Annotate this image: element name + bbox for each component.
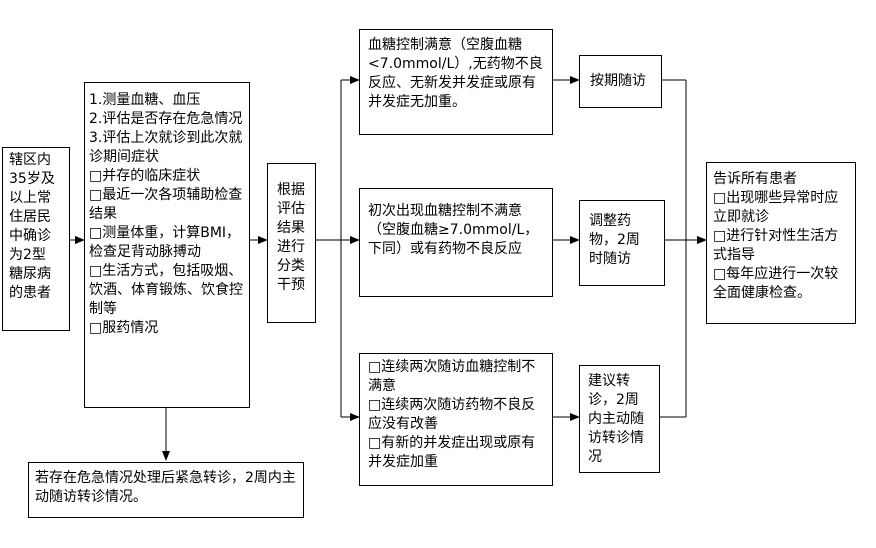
outcome-first-unsatisfied-text: 初次出现血糖控制不满意（空腹血糖≥7.0mmol/L，下同）或有药物不良反应 — [368, 203, 539, 257]
assessment-item-1: 1.测量血糖、血压 — [89, 92, 201, 108]
patients-text: 辖区内 35岁及 以上常 住居民 中确诊 为2型 糖尿病 的患者 — [9, 152, 55, 301]
inform-item-1: □出现哪些异常时应立即就诊 — [713, 190, 839, 225]
emergency-box: 若存在危急情况处理后紧急转诊，2周内主动随访转诊情况。 — [28, 462, 304, 518]
assessment-box: 1.测量血糖、血压 2.评估是否存在危急情况 3.评估上次就诊到此次就诊期间症状… — [84, 82, 250, 408]
assessment-item-2: 2.评估是否存在危急情况 — [89, 111, 243, 127]
assessment-item-4: □并存的临床症状 — [89, 168, 201, 184]
consecutive-item-2: □连续两次随访药物不良反应没有改善 — [368, 397, 536, 432]
assessment-item-7: □生活方式，包括吸烟、饮酒、体育锻炼、饮食控制等 — [89, 263, 243, 317]
outcome-satisfied-text: 血糖控制满意（空腹血糖<7.0mmol/L）,无药物不良反应、无新发并发症或原有… — [368, 37, 543, 110]
outcome-satisfied-box: 血糖控制满意（空腹血糖<7.0mmol/L）,无药物不良反应、无新发并发症或原有… — [359, 29, 553, 135]
action-referral-text: 建议转 诊，2周 内主动随 访转诊情 况 — [588, 373, 644, 465]
patients-box: 辖区内 35岁及 以上常 住居民 中确诊 为2型 糖尿病 的患者 — [2, 147, 70, 331]
action-scheduled-text: 按期随访 — [590, 73, 646, 89]
action-adjust-box: 调整药 物，2周 时随访 — [579, 200, 665, 286]
emergency-text: 若存在危急情况处理后紧急转诊，2周内主动随访转诊情况。 — [35, 470, 296, 505]
inform-title: 告诉所有患者 — [713, 171, 797, 187]
assessment-item-8: □服药情况 — [89, 320, 159, 336]
assessment-item-6: □测量体重，计算BMI，检查足背动脉搏动 — [89, 225, 241, 260]
action-scheduled-box: 按期随访 — [579, 55, 662, 108]
inform-item-2: □进行针对性生活方式指导 — [713, 228, 839, 263]
classify-text: 根据 评估 结果 进行 分类 干预 — [277, 182, 305, 293]
assessment-item-5: □最近一次各项辅助检查结果 — [89, 187, 243, 222]
inform-item-3: □每年应进行一次较全面健康检查。 — [713, 266, 839, 301]
action-referral-box: 建议转 诊，2周 内主动随 访转诊情 况 — [579, 365, 660, 473]
outcome-consecutive-box: □连续两次随访血糖控制不满意 □连续两次随访药物不良反应没有改善 □有新的并发症… — [359, 353, 553, 486]
classify-box: 根据 评估 结果 进行 分类 干预 — [267, 163, 316, 323]
consecutive-item-3: □有新的并发症出现或原有并发症加重 — [368, 435, 536, 470]
action-adjust-text: 调整药 物，2周 时随访 — [589, 213, 640, 267]
inform-box: 告诉所有患者 □出现哪些异常时应立即就诊 □进行针对性生活方式指导 □每年应进行… — [706, 162, 856, 324]
outcome-first-unsatisfied-box: 初次出现血糖控制不满意（空腹血糖≥7.0mmol/L，下同）或有药物不良反应 — [359, 188, 553, 297]
assessment-item-3: 3.评估上次就诊到此次就诊期间症状 — [89, 130, 243, 165]
consecutive-item-1: □连续两次随访血糖控制不满意 — [368, 359, 536, 394]
